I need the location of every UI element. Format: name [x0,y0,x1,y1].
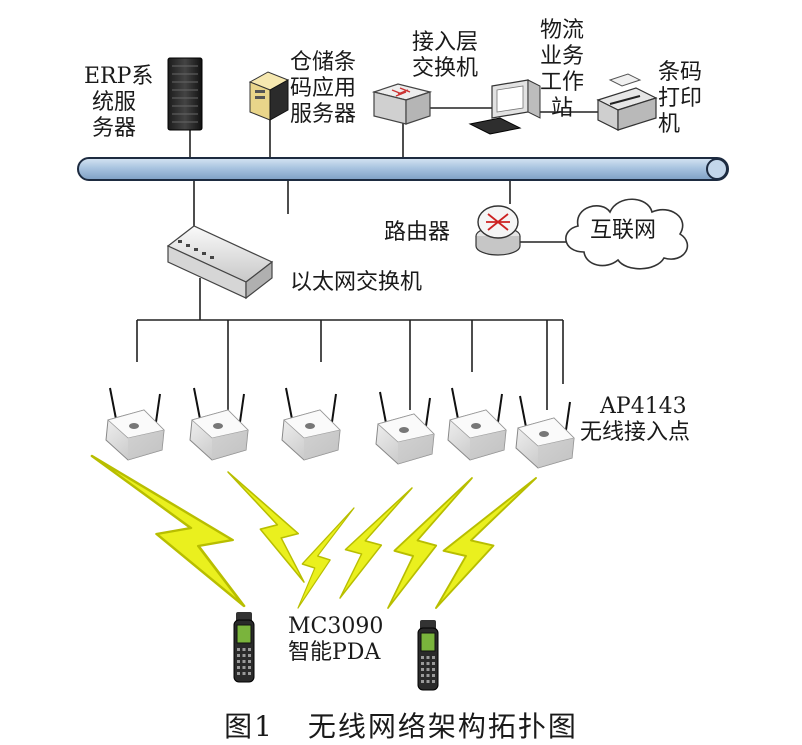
printer-icon [596,73,658,131]
desktop-computer-icon [468,79,541,135]
connection-lines [136,107,602,410]
cloud-icon [565,198,689,270]
wireless-access-point-icon [105,387,575,469]
figure-number: 图1 [224,710,274,743]
barcode-printer-label: 条码 打印 机 [658,60,703,137]
network-switch-icon [371,83,433,125]
router-label: 路由器 [384,220,451,245]
access-switch-label: 接入层 交换机 [412,30,479,81]
warehouse-server-label: 仓储条 码应用 服务器 [290,50,357,127]
workstation-label: 物流 业务 工作 站 [539,18,584,121]
ethernet-switch-label: 以太网交换机 [290,270,423,295]
tower-server-icon [248,71,290,121]
internet-label: 互联网 [590,218,657,243]
figure-caption: 图1 无线网络架构拓扑图 [0,705,802,745]
wireless-signal-bolts [90,454,537,609]
backbone-bus [77,157,729,181]
pda-label: MC3090 智能PDA [288,614,384,665]
erp-server-label: ERP系 统服 务器 [84,64,154,141]
ethernet-switch-icon [166,225,274,300]
access-point-label: AP4143 无线接入点 [580,394,691,445]
router-icon [475,205,521,256]
rack-server-icon [167,57,203,131]
figure-title: 无线网络架构拓扑图 [307,710,578,743]
